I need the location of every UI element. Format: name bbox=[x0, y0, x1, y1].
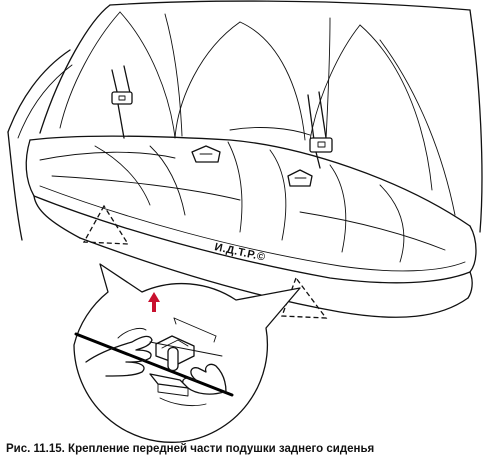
watermark: И.Д.Т.Р.© bbox=[213, 241, 266, 263]
belt-buckle-center bbox=[191, 145, 221, 163]
right-hand bbox=[182, 363, 227, 395]
seat-belt-right bbox=[307, 91, 333, 169]
belt-buckle-right bbox=[287, 169, 313, 187]
seat-backrest bbox=[39, 0, 483, 233]
watermark-text: И.Д.Т.Р.© bbox=[213, 241, 266, 263]
attachment-point-left bbox=[82, 204, 130, 245]
seat-belt-left bbox=[111, 65, 133, 139]
side-trim bbox=[7, 49, 73, 241]
detail-view bbox=[74, 292, 234, 407]
seat-cushion bbox=[25, 135, 477, 318]
figure-caption: Рис. 11.15. Крепление передней части под… bbox=[6, 443, 375, 455]
left-hand bbox=[85, 335, 153, 377]
cushion-edge-line bbox=[74, 332, 234, 397]
lift-arrow-icon bbox=[148, 292, 160, 312]
motion-guide-lower bbox=[149, 341, 223, 357]
motion-guide-upper bbox=[173, 317, 217, 337]
